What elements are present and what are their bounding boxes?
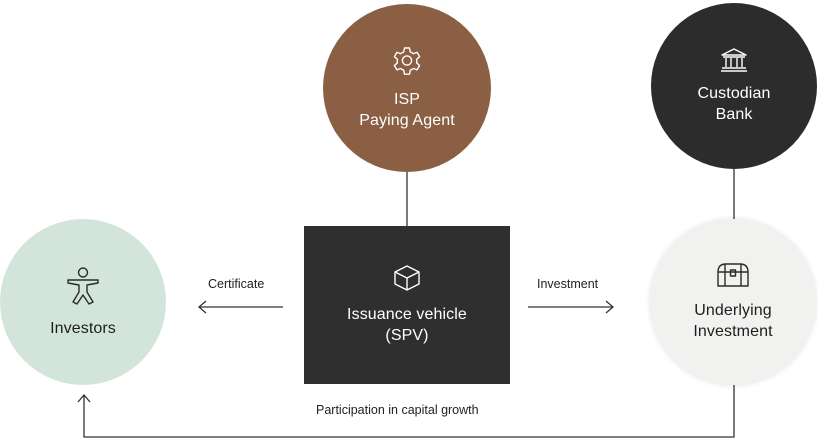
investment-label: Investment xyxy=(537,277,599,291)
underlying-label-line2: Investment xyxy=(693,323,773,340)
investment-arrow xyxy=(528,300,614,314)
investors-label: Investors xyxy=(50,319,116,337)
certificate-label: Certificate xyxy=(208,277,265,291)
participation-label: Participation in capital growth xyxy=(316,403,479,417)
spv-label-line2: (SPV) xyxy=(385,327,429,344)
custodian-bank-node: Custodian Bank xyxy=(651,3,817,169)
certificate-arrow xyxy=(198,300,283,314)
gear-icon xyxy=(390,45,424,79)
underlying-label-line1: Underlying xyxy=(694,302,772,319)
isp-paying-agent-node: ISP Paying Agent xyxy=(323,4,491,172)
underlying-investment-node: Underlying Investment xyxy=(650,219,816,385)
person-icon xyxy=(65,266,101,306)
participation-arrow xyxy=(77,385,735,438)
spv-label-line1: Issuance vehicle xyxy=(347,306,467,323)
issuance-vehicle-spv-node: Issuance vehicle (SPV) xyxy=(304,226,510,384)
investors-node: Investors xyxy=(0,219,166,385)
isp-label-line2: Paying Agent xyxy=(359,112,455,129)
treasure-chest-icon xyxy=(716,262,750,288)
bank-icon xyxy=(719,47,749,73)
custodian-label-line1: Custodian xyxy=(697,85,771,102)
isp-label-line1: ISP xyxy=(393,91,421,108)
cube-icon xyxy=(393,264,421,292)
custodian-label-line2: Bank xyxy=(715,106,753,123)
